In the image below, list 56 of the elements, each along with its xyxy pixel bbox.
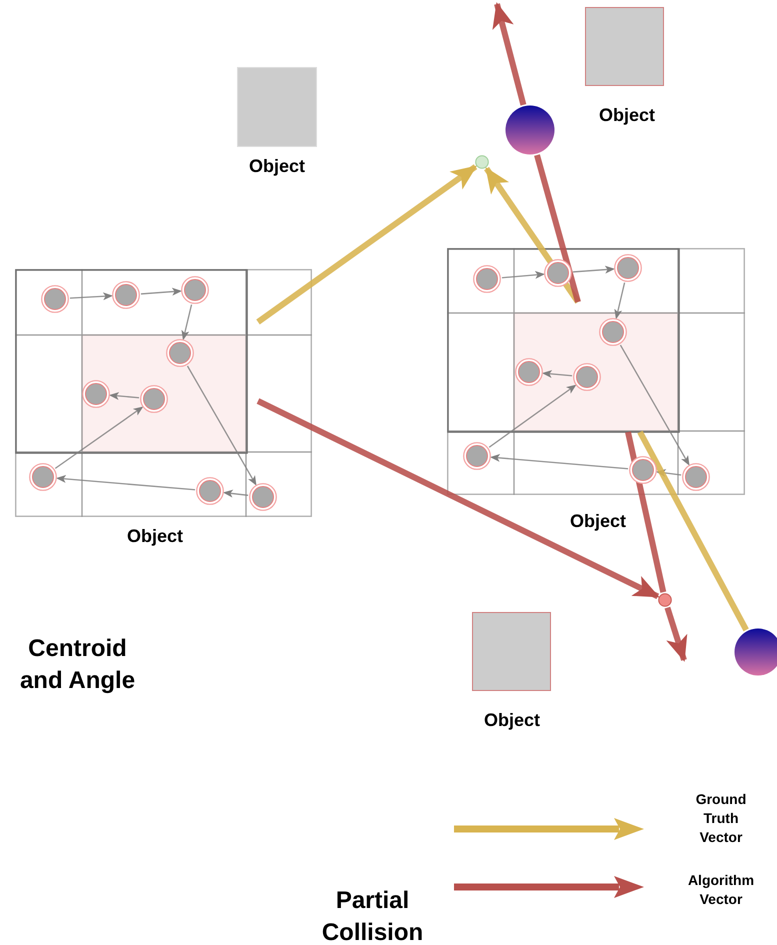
arrow [656, 469, 682, 477]
arrow [140, 288, 182, 296]
object-grid [15, 269, 312, 517]
tracked-point [29, 463, 57, 491]
object-label: Object [126, 526, 184, 547]
point-marker [475, 155, 489, 169]
tracked-point [544, 259, 572, 287]
vector-arrow [484, 166, 580, 304]
arrow [56, 474, 196, 490]
object-square [585, 7, 664, 86]
arrow [108, 392, 140, 400]
vector-arrow [256, 164, 478, 324]
legend-text: Algorithm Vector [686, 871, 756, 909]
object-label: Object [568, 511, 627, 532]
legend-text: Ground Truth Vector [694, 790, 748, 847]
tracked-point [196, 477, 224, 505]
caption-text: Centroid and Angle [18, 634, 136, 696]
tracked-point [599, 318, 627, 346]
arrow [620, 344, 690, 466]
arrow [502, 270, 546, 279]
tracked-point [181, 276, 209, 304]
arrow [614, 282, 626, 320]
point-marker [658, 593, 672, 607]
tracked-point [112, 281, 140, 309]
arrow [572, 266, 616, 274]
tracked-point [249, 483, 277, 511]
tracked-point [473, 265, 501, 293]
tracked-point [140, 385, 168, 413]
tracked-point [629, 456, 657, 484]
arrow [54, 406, 144, 469]
object-label: Object [248, 156, 306, 177]
object-square [472, 612, 551, 691]
object-square [237, 67, 317, 147]
tracked-point [614, 254, 642, 282]
arrow [186, 366, 256, 486]
object-grid [447, 248, 745, 495]
sphere [505, 105, 555, 155]
tracked-point [463, 442, 491, 470]
tracked-point [166, 339, 194, 367]
caption-text: Partial Collision [320, 886, 424, 945]
arrow [488, 384, 576, 448]
object-label: Object [598, 105, 656, 126]
arrow [222, 490, 248, 498]
tracked-point [82, 380, 110, 408]
tracked-point [682, 463, 710, 491]
object-label: Object [482, 710, 541, 731]
vector-arrow [492, 2, 526, 106]
arrow [70, 292, 114, 300]
arrow [490, 454, 628, 470]
arrow [181, 304, 192, 340]
tracked-point [41, 285, 69, 313]
tracked-point [573, 363, 601, 391]
arrow [542, 370, 572, 378]
vector-arrow [664, 606, 688, 662]
vector-arrow [256, 398, 660, 600]
tracked-point [515, 358, 543, 386]
